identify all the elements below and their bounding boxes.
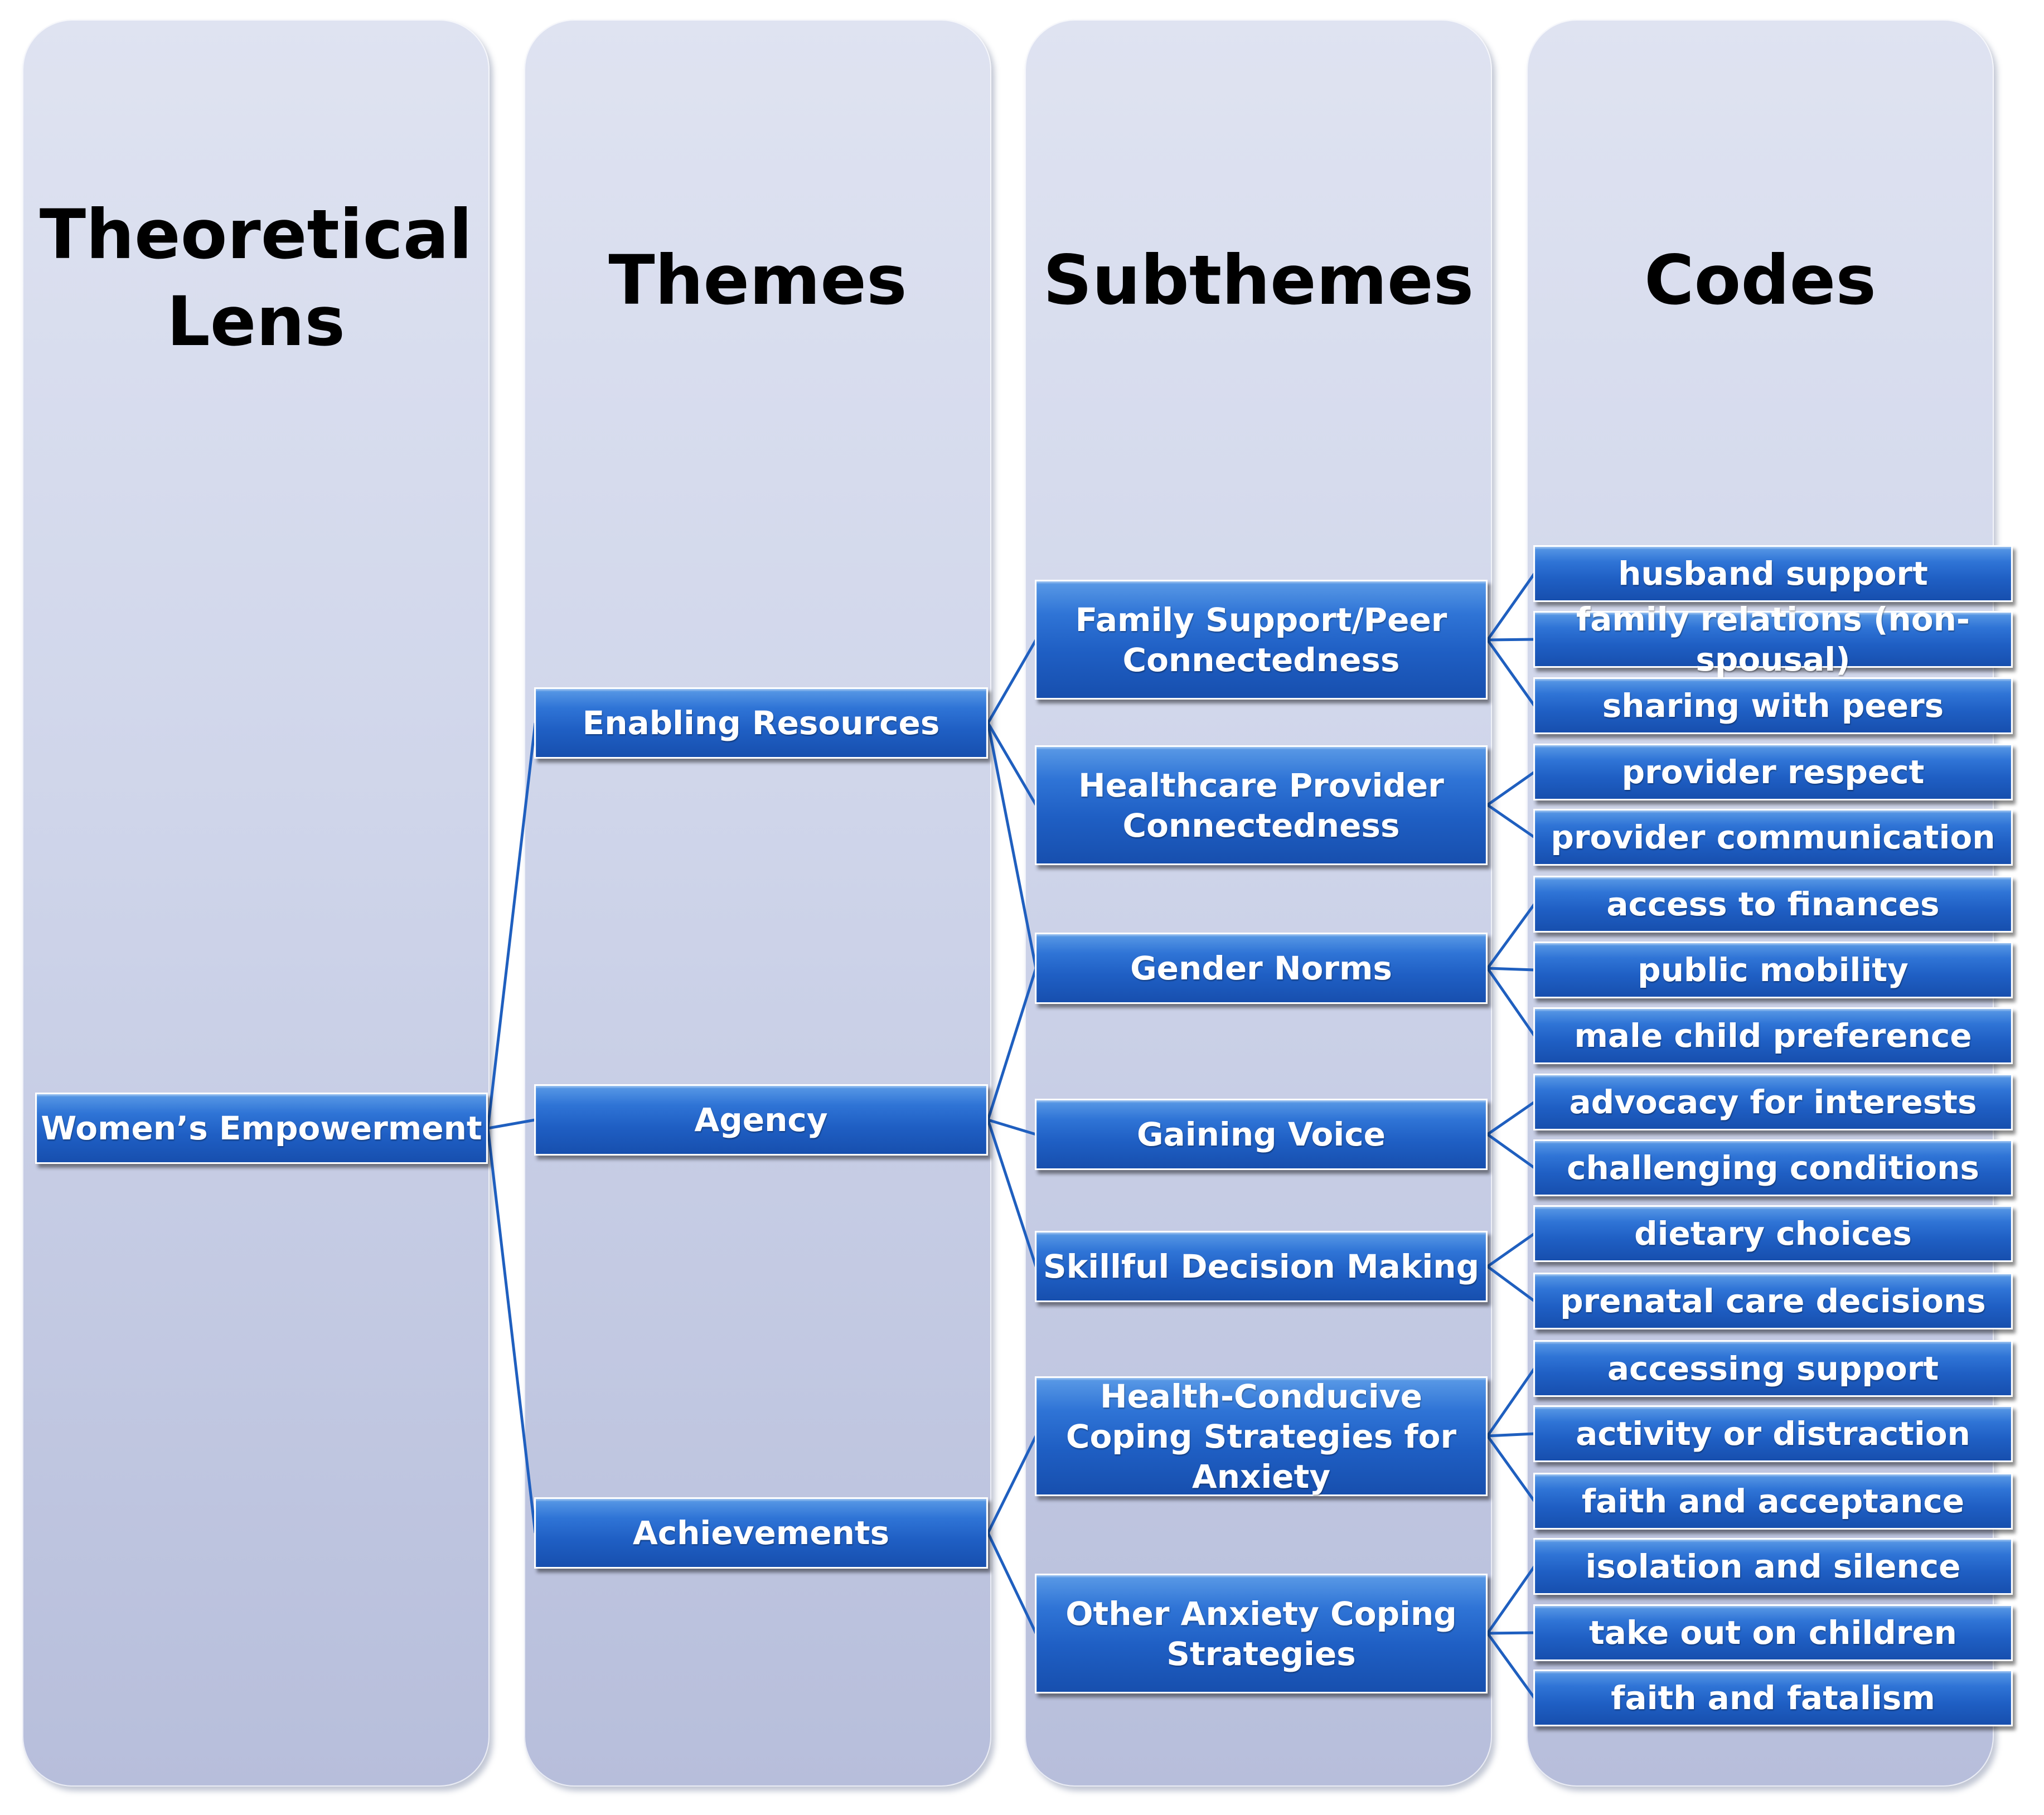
connector-family-husband xyxy=(1486,572,1536,641)
lens-node-womens-empowerment: Women’s Empowerment xyxy=(35,1093,488,1164)
column-theoretical-lens: Theoretical Lens xyxy=(22,20,490,1787)
connector-agency-gaining-voice xyxy=(987,1118,1036,1136)
connector-other-isolation xyxy=(1486,1565,1536,1634)
connector-voice-challenging xyxy=(1486,1133,1536,1169)
connector-health-activity xyxy=(1487,1432,1535,1438)
code-node-advocacy-for-interests: advocacy for interests xyxy=(1533,1074,2013,1130)
connector-provider-communication xyxy=(1486,803,1536,839)
subtheme-node-gender-norms: Gender Norms xyxy=(1035,933,1488,1004)
column-themes: Themes xyxy=(524,20,991,1787)
connector-health-accessing xyxy=(1486,1367,1536,1437)
connector-enabling-healthcare-provider xyxy=(986,722,1038,806)
code-node-male-child-preference: male child preference xyxy=(1533,1007,2013,1064)
connector-decision-dietary xyxy=(1486,1232,1536,1268)
code-node-activity-or-distraction: activity or distraction xyxy=(1533,1405,2013,1462)
connector-agency-gender-norms xyxy=(986,968,1038,1120)
connector-decision-prenatal xyxy=(1486,1265,1536,1303)
connector-voice-advocacy xyxy=(1486,1100,1536,1136)
theme-node-achievements: Achievements xyxy=(534,1497,988,1569)
connector-lens-achievements xyxy=(486,1128,537,1533)
column-header-codes: Codes xyxy=(1644,241,1877,320)
connector-gender-male-child xyxy=(1486,967,1536,1037)
subtheme-node-family-support: Family Support/Peer Connectedness xyxy=(1035,580,1488,700)
connector-enabling-family-support xyxy=(986,639,1038,724)
theme-node-enabling-resources: Enabling Resources xyxy=(534,687,988,759)
code-node-public-mobility: public mobility xyxy=(1533,942,2013,998)
connector-agency-decision-making xyxy=(986,1119,1038,1267)
subtheme-node-other-coping: Other Anxiety Coping Strategies xyxy=(1035,1574,1488,1693)
code-node-isolation-and-silence: isolation and silence xyxy=(1533,1538,2013,1595)
subtheme-node-health-coping: Health-Conducive Coping Strategies for A… xyxy=(1035,1376,1488,1496)
connector-lens-agency xyxy=(487,1118,536,1130)
connector-gender-finances xyxy=(1486,903,1536,969)
column-header-subthemes: Subthemes xyxy=(1043,241,1474,320)
code-node-challenging-conditions: challenging conditions xyxy=(1533,1139,2013,1196)
connector-enabling-gender-norms xyxy=(986,722,1038,969)
connector-provider-respect xyxy=(1486,770,1536,807)
connector-other-fatalism xyxy=(1486,1632,1536,1699)
connector-achievements-other-coping xyxy=(986,1532,1038,1634)
code-node-accessing-support: accessing support xyxy=(1533,1340,2013,1397)
code-node-family-relations: family relations (non-spousal) xyxy=(1533,600,2013,678)
code-node-prenatal-care-decisions: prenatal care decisions xyxy=(1533,1273,2013,1329)
subtheme-node-decision-making: Skillful Decision Making xyxy=(1035,1231,1488,1302)
code-node-sharing-with-peers: sharing with peers xyxy=(1533,677,2013,734)
code-node-dietary-choices: dietary choices xyxy=(1533,1205,2013,1262)
connector-family-peers xyxy=(1486,639,1536,707)
code-node-husband-support: husband support xyxy=(1533,545,2013,602)
code-node-access-to-finances: access to finances xyxy=(1533,876,2013,933)
code-node-provider-communication: provider communication xyxy=(1533,809,2013,866)
subtheme-node-healthcare-provider: Healthcare Provider Connectedness xyxy=(1035,745,1488,865)
connector-family-relations xyxy=(1487,638,1535,642)
connector-gender-mobility xyxy=(1487,967,1535,972)
connector-lens-enabling-resources xyxy=(486,722,537,1129)
theme-node-agency: Agency xyxy=(534,1084,988,1156)
code-node-provider-respect: provider respect xyxy=(1533,744,2013,800)
code-node-faith-and-acceptance: faith and acceptance xyxy=(1533,1473,2013,1530)
code-node-take-out-on-children: take out on children xyxy=(1533,1604,2013,1661)
connector-achievements-health-coping xyxy=(986,1435,1038,1534)
column-header-themes: Themes xyxy=(608,241,907,320)
column-header-theoretical-lens: Theoretical Lens xyxy=(39,195,473,361)
code-node-faith-and-fatalism: faith and fatalism xyxy=(1533,1670,2013,1726)
subtheme-node-gaining-voice: Gaining Voice xyxy=(1035,1099,1488,1170)
connector-health-faith xyxy=(1486,1435,1536,1502)
